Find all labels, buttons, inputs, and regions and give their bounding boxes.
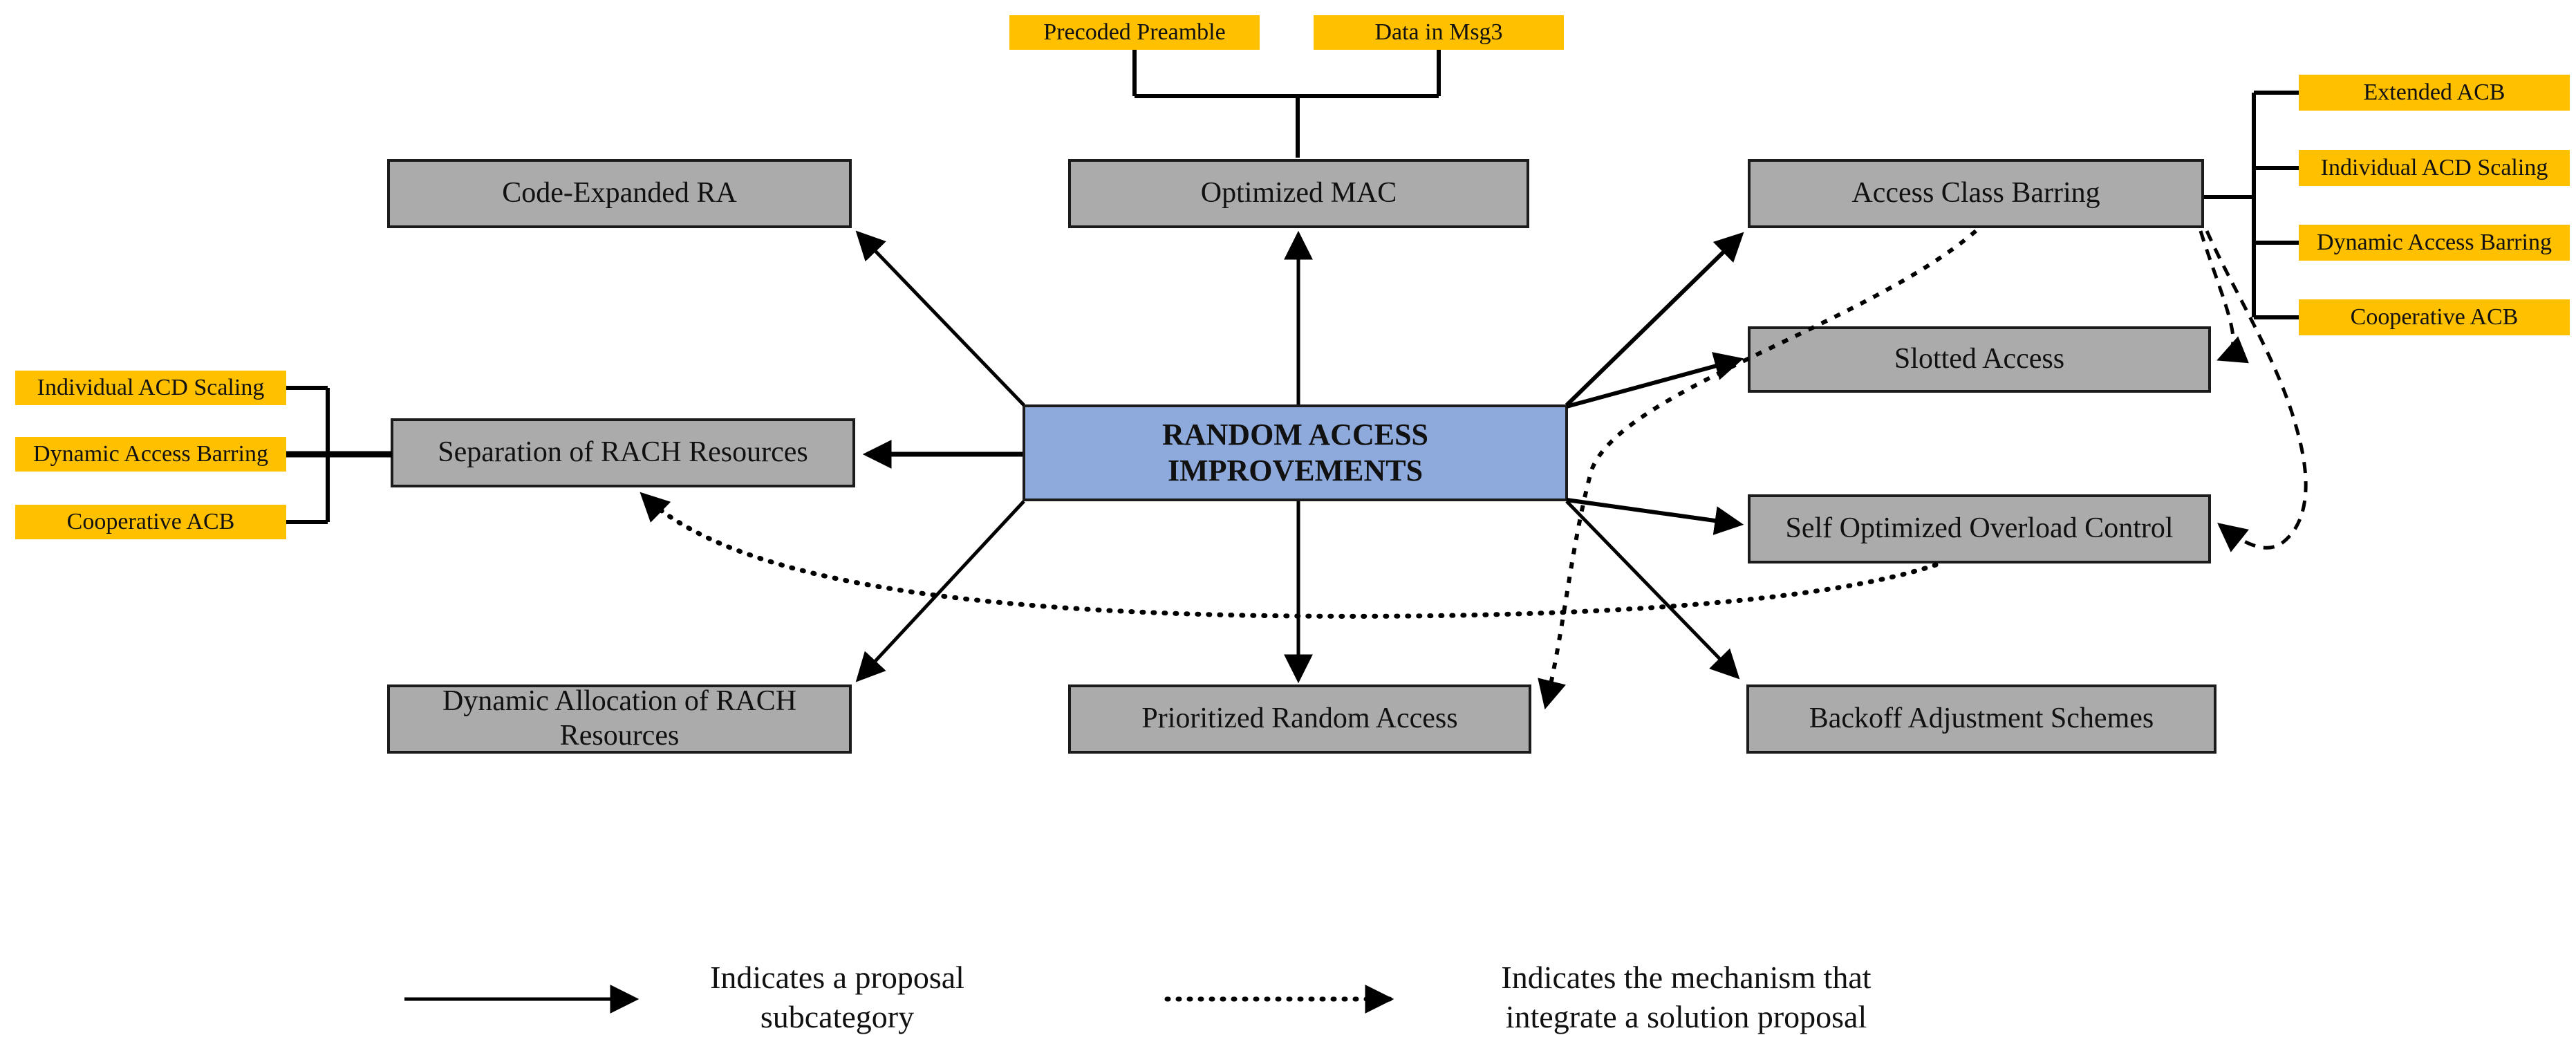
- arrow-center-to-slotted-access: [1566, 352, 1744, 409]
- node-label: Prioritized Random Access: [1141, 702, 1458, 735]
- chip-individual-acd-scaling-left: Individual ACD Scaling: [15, 371, 286, 405]
- node-label: Slotted Access: [1894, 343, 2065, 375]
- chip-label: Cooperative ACB: [66, 509, 235, 534]
- node-slotted-access: Slotted Access: [1748, 326, 2211, 393]
- chip-label: Data in Msg3: [1374, 19, 1503, 45]
- node-access-class-barring: Access Class Barring: [1748, 159, 2204, 228]
- chip-label: Cooperative ACB: [2350, 304, 2519, 330]
- node-label: Separation of RACH Resources: [438, 436, 808, 469]
- chip-label: Dynamic Access Barring: [33, 441, 268, 467]
- node-dynamic-allocation-rach: Dynamic Allocation of RACH Resources: [387, 684, 852, 754]
- chip-label: Extended ACB: [2363, 80, 2505, 105]
- dashed-arrow-acb-to-self-optimized: [2205, 230, 2308, 552]
- bracket-right-acb-connector: [2204, 91, 2299, 319]
- chip-precoded-preamble: Precoded Preamble: [1009, 15, 1260, 50]
- node-label: Dynamic Allocation of RACH Resources: [442, 685, 797, 752]
- bracket-left-acb-connector: [286, 386, 330, 524]
- legend-line: subcategory: [760, 999, 915, 1035]
- chip-cooperative-acb-left: Cooperative ACB: [15, 505, 286, 539]
- node-separation-rach: Separation of RACH Resources: [391, 418, 855, 487]
- legend-line: Indicates a proposal: [710, 960, 964, 995]
- node-label: Code-Expanded RA: [502, 177, 737, 209]
- node-label: Backoff Adjustment Schemes: [1809, 702, 2154, 735]
- node-backoff-adjustment-schemes: Backoff Adjustment Schemes: [1746, 684, 2216, 754]
- node-optimized-mac: Optimized MAC: [1068, 159, 1529, 228]
- node-label: Self Optimized Overload Control: [1785, 512, 2174, 545]
- legend-dotted-arrow-label: Indicates the mechanism that integrate a…: [1444, 958, 1928, 1036]
- chip-label: Dynamic Access Barring: [2317, 230, 2552, 255]
- chip-label: Precoded Preamble: [1043, 19, 1226, 45]
- arrow-center-to-dynamic-allocation: [855, 500, 1025, 682]
- legend-line: integrate a solution proposal: [1505, 999, 1867, 1035]
- chip-dynamic-access-barring-right: Dynamic Access Barring: [2299, 225, 2570, 261]
- legend-solid-arrow-label: Indicates a proposal subcategory: [630, 958, 1045, 1036]
- node-label: Access Class Barring: [1851, 177, 2100, 209]
- chip-label: Individual ACD Scaling: [37, 375, 265, 400]
- bracket-top-msg-connector: [1132, 50, 1441, 158]
- chip-dynamic-access-barring-left: Dynamic Access Barring: [15, 437, 286, 472]
- arrow-center-to-access-class-barring: [1565, 232, 1744, 407]
- node-prioritized-random-access: Prioritized Random Access: [1068, 684, 1531, 754]
- node-label: Optimized MAC: [1200, 177, 1397, 209]
- dotted-arrow-self-optimized-to-separation: [640, 492, 1939, 619]
- chip-data-in-msg3: Data in Msg3: [1314, 15, 1564, 50]
- node-code-expanded-ra: Code-Expanded RA: [387, 159, 852, 228]
- chip-extended-acb: Extended ACB: [2299, 75, 2570, 111]
- dashed-arrow-acb-to-prioritized-ra: [1538, 229, 1977, 710]
- arrow-center-to-code-expanded-ra: [855, 230, 1025, 407]
- chip-individual-acd-scaling-right: Individual ACD Scaling: [2299, 150, 2570, 186]
- arrow-center-to-self-optimized: [1566, 498, 1744, 535]
- legend-line: Indicates the mechanism that: [1501, 960, 1872, 995]
- node-random-access-improvements: RANDOM ACCESS IMPROVEMENTS: [1023, 404, 1568, 501]
- center-node-label: RANDOM ACCESS IMPROVEMENTS: [1161, 418, 1429, 487]
- chip-cooperative-acb-right: Cooperative ACB: [2299, 299, 2570, 335]
- chip-label: Individual ACD Scaling: [2320, 155, 2548, 180]
- node-self-optimized-overload-control: Self Optimized Overload Control: [1748, 494, 2211, 563]
- arrow-center-to-backoff: [1565, 500, 1740, 680]
